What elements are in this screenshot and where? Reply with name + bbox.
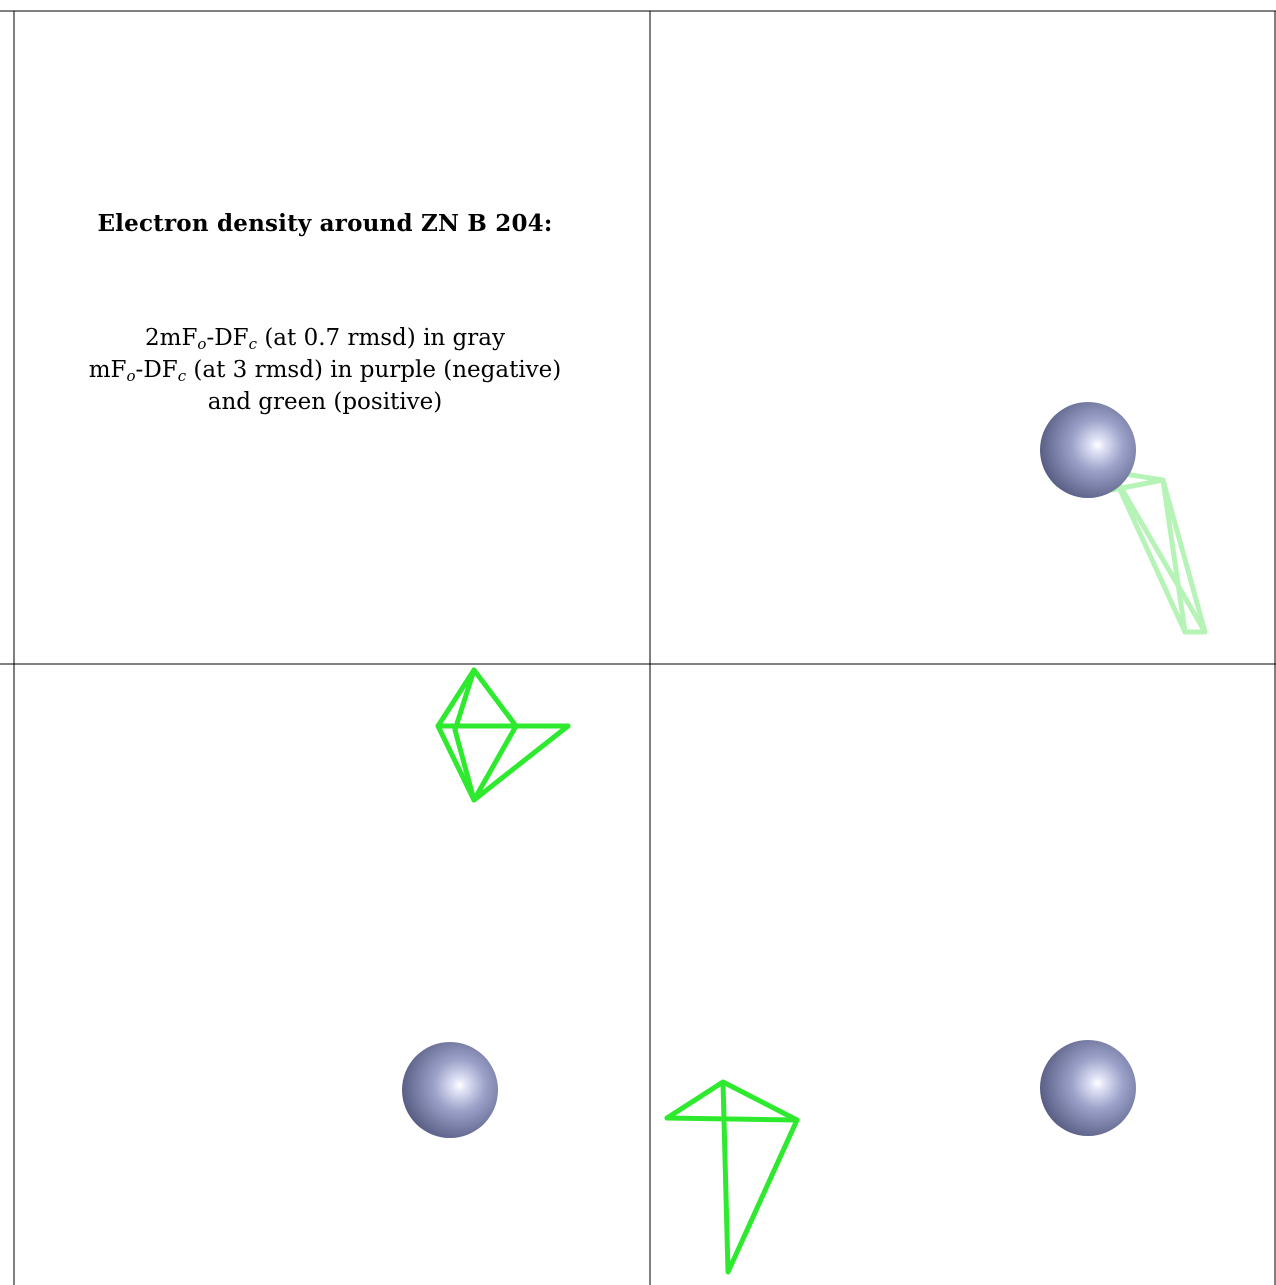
legend-line-green: and green (positive) — [207, 389, 443, 415]
density-legend: 2mFo-DFc (at 0.7 rmsd) in gray mFo-DFc (… — [14, 322, 636, 418]
bottom-right-density-mesh — [664, 1079, 800, 1275]
bottom-left-density-mesh — [435, 667, 571, 803]
zn-atom-bottom-left — [402, 1042, 498, 1138]
legend-line-mfo: mFo-DFc (at 3 rmsd) in purple (negative) — [88, 357, 562, 385]
legend-line-2mfo: 2mFo-DFc (at 0.7 rmsd) in gray — [145, 325, 505, 353]
zn-atom-top-right — [1040, 402, 1136, 498]
zn-atom-bottom-right — [1040, 1040, 1136, 1136]
figure-title: Electron density around ZN B 204: — [97, 210, 553, 237]
top-right-density-mesh — [1109, 469, 1208, 635]
